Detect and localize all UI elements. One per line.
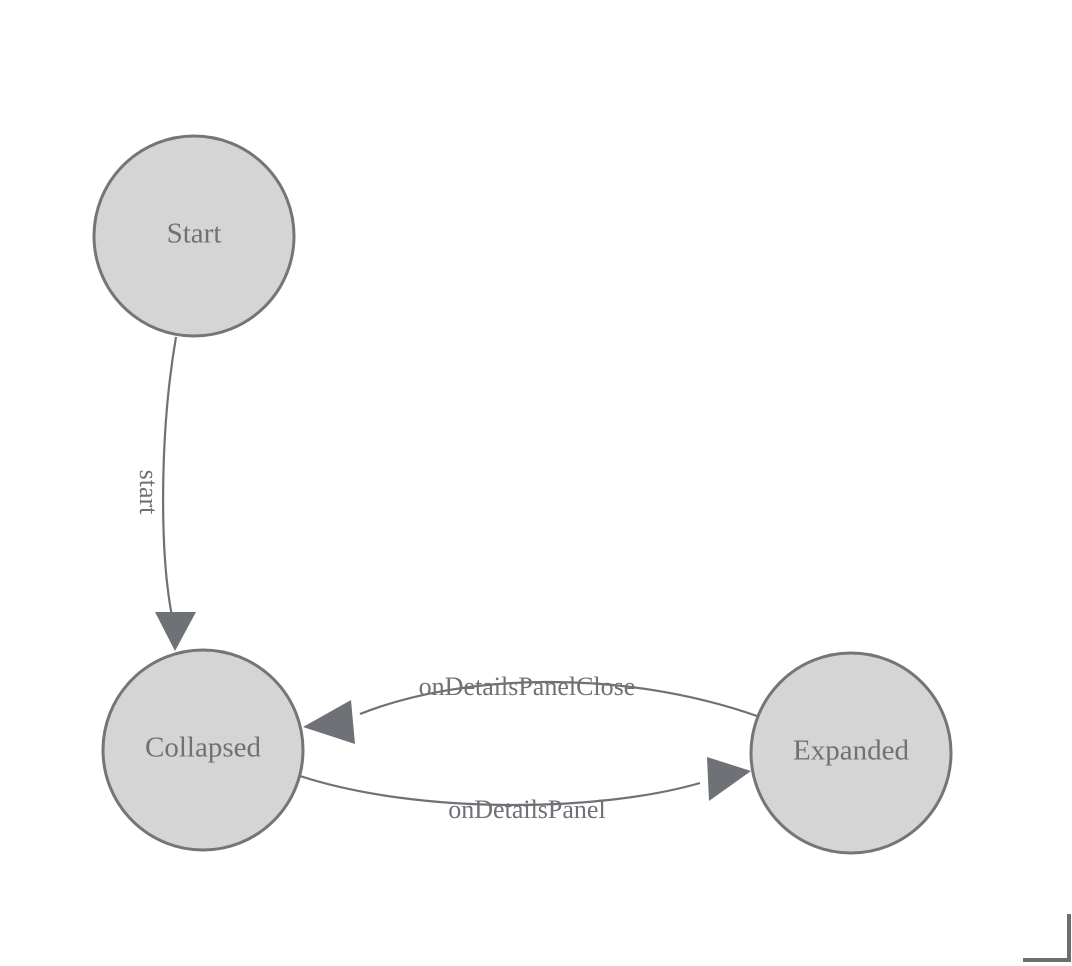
edge-expanded-to-collapsed[interactable] bbox=[303, 680, 758, 744]
edge-label-group: start onDetailsPanelClose onDetailsPanel bbox=[134, 470, 635, 824]
edge-path-expanded-to-collapsed bbox=[359, 680, 758, 718]
node-collapsed-circle bbox=[101, 648, 305, 852]
corner-resize-mark-horizontal bbox=[1023, 958, 1071, 962]
edge-start-to-collapsed[interactable] bbox=[155, 336, 196, 651]
node-start-circle bbox=[92, 134, 296, 338]
node-expanded[interactable]: Expanded bbox=[749, 651, 953, 855]
edge-path-collapsed-to-expanded bbox=[299, 774, 701, 807]
node-expanded-circle bbox=[749, 651, 953, 855]
edge-group bbox=[155, 336, 758, 807]
edge-label-on-details-panel: onDetailsPanel bbox=[448, 795, 605, 824]
node-expanded-label: Expanded bbox=[793, 735, 909, 767]
node-collapsed-label: Collapsed bbox=[145, 732, 261, 764]
edge-collapsed-to-expanded[interactable] bbox=[299, 757, 751, 807]
edge-path-start-to-collapsed bbox=[162, 336, 178, 631]
edge-label-on-details-panel-close: onDetailsPanelClose bbox=[419, 672, 636, 701]
arrowhead-expanded-to-collapsed bbox=[303, 700, 355, 744]
node-group: Start Collapsed Expanded bbox=[92, 134, 953, 855]
node-start[interactable]: Start bbox=[92, 134, 296, 338]
node-start-label: Start bbox=[167, 218, 222, 250]
arrowhead-start-to-collapsed bbox=[155, 612, 196, 651]
edge-label-start: start bbox=[134, 470, 163, 516]
node-collapsed[interactable]: Collapsed bbox=[101, 648, 305, 852]
corner-resize-mark-vertical bbox=[1067, 914, 1071, 962]
arrowhead-collapsed-to-expanded bbox=[707, 757, 751, 801]
